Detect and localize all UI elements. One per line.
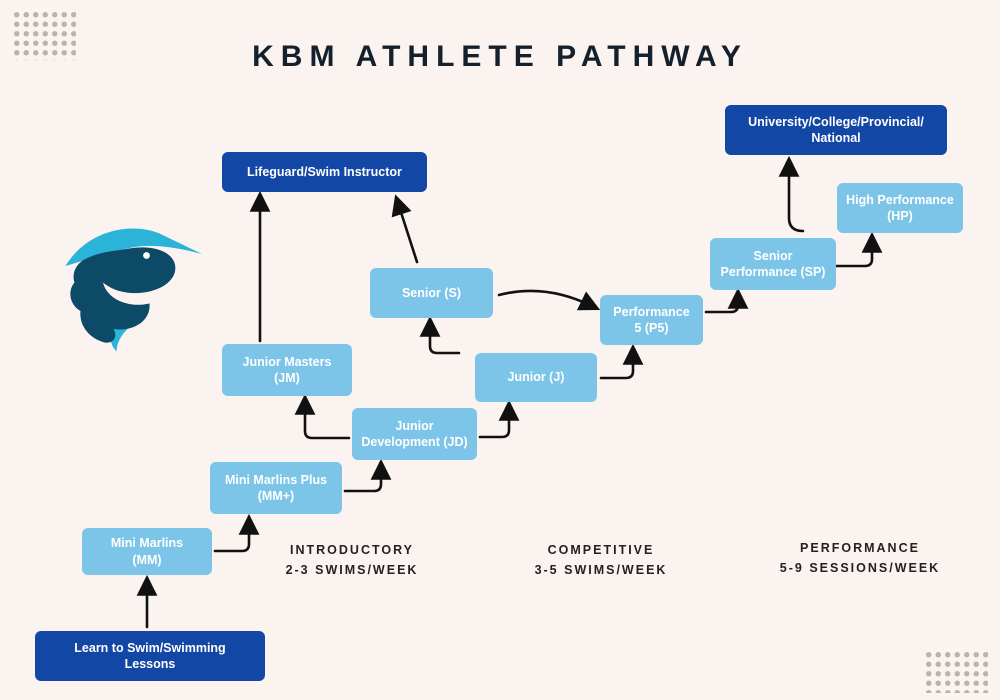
marlin-logo-icon <box>55 205 205 360</box>
box-lifeguard: Lifeguard/Swim Instructor <box>222 152 427 192</box>
stage-name: PERFORMANCE <box>800 541 920 555</box>
arrow-plus-to-junior-development <box>343 458 392 493</box>
dot-grid-icon-bottom-right <box>924 650 988 693</box>
box-mini-marlins-plus: Mini Marlins Plus (MM+) <box>210 462 342 514</box>
dot-grid-icon-top-left <box>12 10 76 60</box>
box-junior: Junior (J) <box>475 353 597 402</box>
box-university: University/College/Provincial/ National <box>725 105 947 155</box>
arrow-senior-performance-to-high-performance <box>834 231 883 268</box>
arrow-performance-5-to-senior-performance <box>704 287 749 314</box>
box-label: University/College/Provincial/ National <box>748 114 924 145</box>
arrow-to-university <box>778 155 805 233</box>
stage-frequency: 2-3 SWIMS/WEEK <box>285 563 419 577</box>
stage-name: INTRODUCTORY <box>290 543 414 557</box>
box-label: Mini Marlins Plus (MM+) <box>224 472 328 503</box>
box-label: Performance 5 (P5) <box>613 304 690 335</box>
box-learn-to-swim: Learn to Swim/Swimming Lessons <box>35 631 265 681</box>
arrow-mini-marlins-to-plus <box>213 513 260 553</box>
box-high-performance: High Performance (HP) <box>837 183 963 233</box>
arrow-junior-development-to-junior <box>478 399 520 439</box>
box-label: Junior Masters (JM) <box>242 354 332 385</box>
box-label: Learn to Swim/Swimming Lessons <box>74 640 226 671</box>
stage-introductory: INTRODUCTORY 2-3 SWIMS/WEEK <box>286 540 419 580</box>
arrow-senior-to-performance-5 <box>497 289 601 311</box>
stage-competitive: COMPETITIVE 3-5 SWIMS/WEEK <box>535 540 668 580</box>
box-senior: Senior (S) <box>370 268 493 318</box>
box-label: Senior Performance (SP) <box>720 248 826 279</box>
arrow-junior-to-performance-5 <box>599 343 644 380</box>
box-label: Junior Development (JD) <box>361 418 468 449</box>
box-label: Senior (S) <box>401 285 462 300</box>
box-junior-development: Junior Development (JD) <box>352 408 477 460</box>
page-title: KBM ATHLETE PATHWAY <box>252 40 748 73</box>
box-junior-masters: Junior Masters (JM) <box>222 344 352 396</box>
stage-performance: PERFORMANCE 5-9 SESSIONS/WEEK <box>780 538 940 578</box>
arrow-junior-to-senior <box>419 315 461 355</box>
stage-name: COMPETITIVE <box>547 543 655 557</box>
box-label: High Performance (HP) <box>846 192 954 223</box>
box-performance-5: Performance 5 (P5) <box>600 295 703 345</box>
box-label: Mini Marlins (MM) <box>110 536 184 567</box>
box-label: Junior (J) <box>507 370 565 385</box>
box-label: Lifeguard/Swim Instructor <box>247 164 402 179</box>
stage-frequency: 5-9 SESSIONS/WEEK <box>779 561 941 575</box>
box-senior-performance: Senior Performance (SP) <box>710 238 836 290</box>
box-mini-marlins: Mini Marlins (MM) <box>82 528 212 575</box>
stage-frequency: 3-5 SWIMS/WEEK <box>534 563 668 577</box>
arrow-senior-to-lifeguard <box>391 194 419 264</box>
arrow-junior-development-to-junior-masters <box>294 393 351 440</box>
